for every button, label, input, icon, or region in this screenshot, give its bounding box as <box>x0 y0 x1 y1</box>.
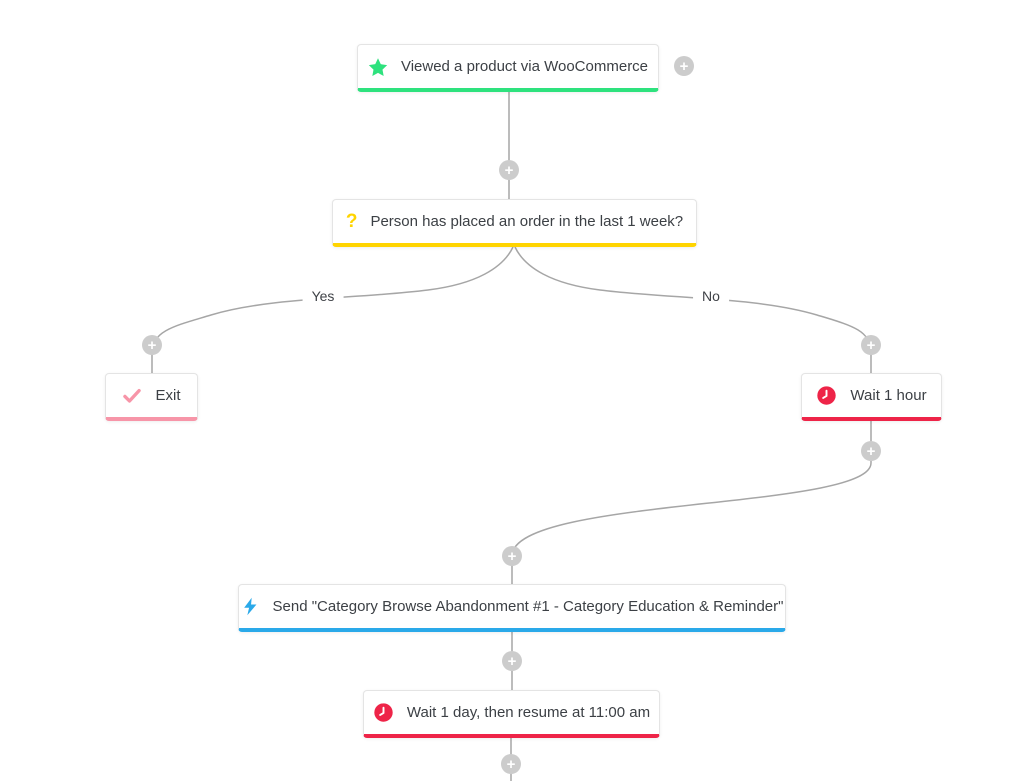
node-wait-1-day[interactable]: Wait 1 day, then resume at 11:00 am <box>363 690 660 738</box>
branch-label-yes: Yes <box>302 286 344 306</box>
add-step-button-after-wait-1-hour[interactable]: + <box>861 441 881 461</box>
node-label: Exit <box>155 387 181 404</box>
add-step-button-yes-branch[interactable]: + <box>142 335 162 355</box>
node-label: Wait 1 hour <box>850 387 927 404</box>
add-step-button-trigger-side[interactable]: + <box>674 56 694 76</box>
add-step-button-no-branch[interactable]: + <box>861 335 881 355</box>
node-label: Send "Category Browse Abandonment #1 - C… <box>272 598 784 615</box>
node-label: Viewed a product via WooCommerce <box>400 58 649 75</box>
clock-icon <box>373 702 394 723</box>
node-wait-1-hour[interactable]: Wait 1 hour <box>801 373 942 421</box>
branch-label-no: No <box>693 286 729 306</box>
node-label: Wait 1 day, then resume at 11:00 am <box>406 704 651 721</box>
add-step-button-before-send[interactable]: + <box>502 546 522 566</box>
question-icon: ? <box>345 211 358 232</box>
node-trigger-viewed-product[interactable]: Viewed a product via WooCommerce <box>357 44 659 92</box>
star-icon <box>368 57 388 77</box>
add-step-button-after-trigger[interactable]: + <box>499 160 519 180</box>
add-step-button-after-send[interactable]: + <box>502 651 522 671</box>
add-step-button-after-wait-1-day[interactable]: + <box>501 754 521 774</box>
node-decision-placed-order[interactable]: ? Person has placed an order in the last… <box>332 199 697 247</box>
lightning-icon <box>241 597 260 616</box>
node-send-email[interactable]: Send "Category Browse Abandonment #1 - C… <box>238 584 786 632</box>
node-label: Person has placed an order in the last 1… <box>370 213 684 230</box>
clock-icon <box>816 385 837 406</box>
node-exit[interactable]: Exit <box>105 373 198 421</box>
check-icon <box>122 386 142 406</box>
